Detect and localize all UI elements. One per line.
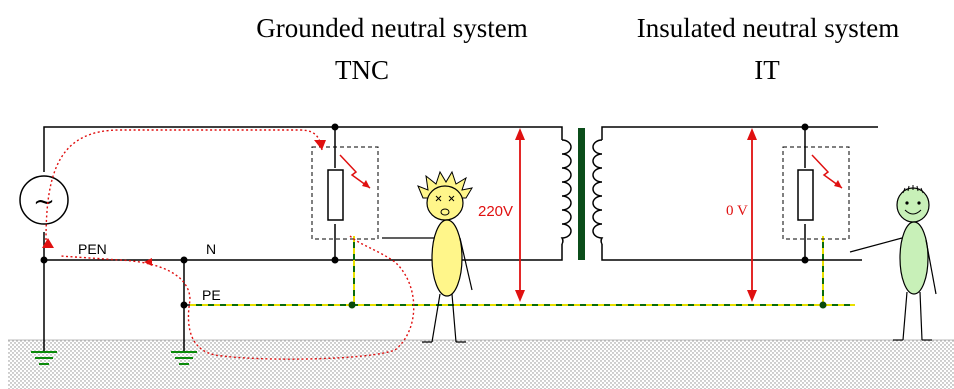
pe-label: PE <box>202 287 221 303</box>
right-voltage-label: 0 V <box>726 203 748 219</box>
left-voltage-label: 220V <box>478 203 513 220</box>
left-voltage-arrow <box>515 128 525 302</box>
left-system-title: Grounded neutral system <box>256 13 527 43</box>
person-shocked-icon <box>382 170 474 343</box>
pen-label: PEN <box>78 241 107 257</box>
left-system-type: TNC <box>335 55 389 85</box>
junction-dot <box>348 301 356 309</box>
n-label: N <box>206 241 216 257</box>
ground-icon <box>31 351 57 365</box>
junction-dot <box>331 256 339 264</box>
person-safe-icon <box>849 185 937 341</box>
fault-current-path <box>45 129 415 360</box>
junction-dot <box>801 123 809 131</box>
left-circuit <box>43 126 563 352</box>
source-symbol: ~ <box>33 187 55 217</box>
fault-arrow-icon <box>811 154 843 189</box>
junction-dot <box>331 123 339 131</box>
resistor-icon <box>797 169 814 221</box>
current-arrow-icon <box>144 258 152 266</box>
junction-dot <box>180 301 188 309</box>
right-system-type: IT <box>754 55 780 85</box>
junction-dot <box>180 256 188 264</box>
resistor-icon <box>327 169 344 221</box>
right-appliance <box>782 146 850 240</box>
right-system-title: Insulated neutral system <box>637 13 899 43</box>
pe-conductor <box>190 236 855 306</box>
junction-dot <box>801 256 809 264</box>
current-arrow-icon <box>314 140 326 150</box>
junction-dot <box>819 301 827 309</box>
transformer-icon <box>560 128 604 260</box>
ground-soil <box>8 340 954 389</box>
fault-arrow-icon <box>339 154 371 189</box>
left-appliance <box>311 146 379 240</box>
right-voltage-arrow <box>747 128 757 302</box>
ac-source-icon: ~ <box>19 175 69 225</box>
right-circuit <box>601 126 878 261</box>
junction-dot <box>40 256 48 264</box>
current-arrow-icon <box>42 238 54 248</box>
ground-icon <box>171 351 197 365</box>
